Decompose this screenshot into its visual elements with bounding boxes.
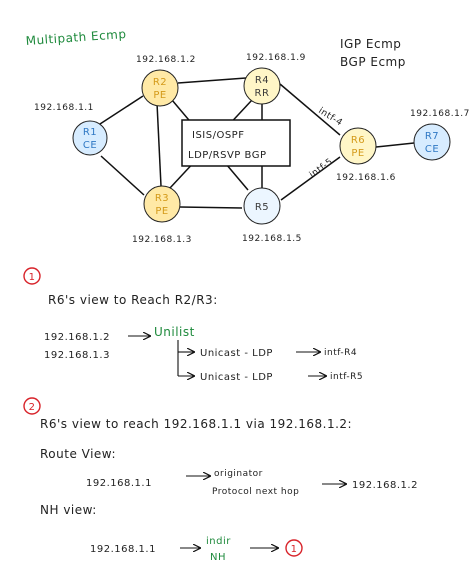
s1-branch <box>177 340 194 376</box>
link-r2-r4 <box>177 77 247 84</box>
section-1-badge <box>23 267 41 285</box>
section-1: 1 R6's view to Reach R2/R3: 192.168.1.2 … <box>23 267 363 383</box>
core-box-line1: ISIS/OSPF <box>192 130 244 141</box>
r1-name: R1 <box>83 127 97 138</box>
s2-nh-view-label: NH view: <box>40 503 97 517</box>
r6-ip: 192.168.1.6 <box>336 173 396 183</box>
r6-name: R6 <box>351 135 365 146</box>
s2-protocol-next-hop: Protocol next hop <box>212 487 299 497</box>
core-protocol-box <box>181 119 291 167</box>
r4-name: R4 <box>255 75 269 86</box>
s1-path2-target: intf-R5 <box>330 372 363 382</box>
node-r3: R3 PE 192.168.1.3 <box>132 185 192 245</box>
r6-role: PE <box>351 148 364 159</box>
link-r3-r5 <box>179 206 243 209</box>
r1-ip: 192.168.1.1 <box>34 103 94 113</box>
r4-ip: 192.168.1.9 <box>246 53 306 63</box>
s2-route-target: 192.168.1.2 <box>352 480 418 491</box>
r4-role: RR <box>255 88 270 99</box>
r2-ip: 192.168.1.2 <box>136 55 196 65</box>
r3-name: R3 <box>155 193 169 204</box>
s2-nh-target-badge <box>285 539 303 557</box>
r2-name: R2 <box>153 77 167 88</box>
note-bgp-ecmp: BGP Ecmp <box>340 55 406 69</box>
s1-prefix-a: 192.168.1.2 <box>44 332 110 343</box>
node-r1: R1 CE 192.168.1.1 <box>34 103 108 156</box>
r7-name: R7 <box>425 131 439 142</box>
node-r5: R5 192.168.1.5 <box>242 187 302 244</box>
section-2-number: 2 <box>29 402 36 413</box>
r7-role: CE <box>425 144 439 155</box>
link-r6-r7 <box>375 142 415 148</box>
section-2: 2 R6's view to reach 192.168.1.1 via 192… <box>23 397 418 563</box>
r5-ip: 192.168.1.5 <box>242 234 302 244</box>
s1-unilist: Unilist <box>154 325 195 339</box>
r3-ip: 192.168.1.3 <box>132 235 192 245</box>
s2-route-view-label: Route View: <box>40 447 116 461</box>
link-r1-r3 <box>100 155 145 196</box>
note-igp-ecmp: IGP Ecmp <box>340 37 401 51</box>
s1-prefix-b: 192.168.1.3 <box>44 350 110 361</box>
link-r5-r6 <box>280 156 341 201</box>
node-r7: R7 CE 192.168.1.7 <box>410 109 470 161</box>
node-r2: R2 PE 192.168.1.2 <box>136 55 196 107</box>
link-r1-r2 <box>99 95 144 125</box>
r7-ip: 192.168.1.7 <box>410 109 470 119</box>
r3-role: PE <box>155 206 168 217</box>
r5-name: R5 <box>255 202 269 213</box>
core-box-line2: LDP/RSVP BGP <box>188 150 266 161</box>
link-r2-r3 <box>156 102 162 187</box>
section-2-badge <box>23 397 41 415</box>
s1-path1-target: intf-R4 <box>324 348 357 358</box>
s2-indirect-line2: NH <box>210 552 226 563</box>
s2-route-prefix: 192.168.1.1 <box>86 478 152 489</box>
link-r4-r6 <box>279 83 341 136</box>
section-1-number: 1 <box>29 272 36 283</box>
label-intf-5: intf-5 <box>308 157 335 181</box>
label-intf-4: intf-4 <box>316 106 344 128</box>
s2-nh-prefix: 192.168.1.1 <box>90 544 156 555</box>
s2-originator: originator <box>214 469 263 479</box>
section-2-heading: R6's view to reach 192.168.1.1 via 192.1… <box>40 417 352 431</box>
node-r4: R4 RR 192.168.1.9 <box>243 53 306 105</box>
s1-path2: Unicast - LDP <box>200 372 273 383</box>
r1-role: CE <box>83 140 97 151</box>
s2-nh-target: 1 <box>291 544 298 555</box>
r2-role: PE <box>153 90 166 101</box>
section-1-heading: R6's view to Reach R2/R3: <box>48 293 218 307</box>
s1-path1: Unicast - LDP <box>200 348 273 359</box>
diagram-title: Multipath Ecmp <box>25 27 127 48</box>
node-r6: R6 PE 192.168.1.6 <box>336 127 396 183</box>
s2-indirect-line1: indir <box>206 536 231 547</box>
